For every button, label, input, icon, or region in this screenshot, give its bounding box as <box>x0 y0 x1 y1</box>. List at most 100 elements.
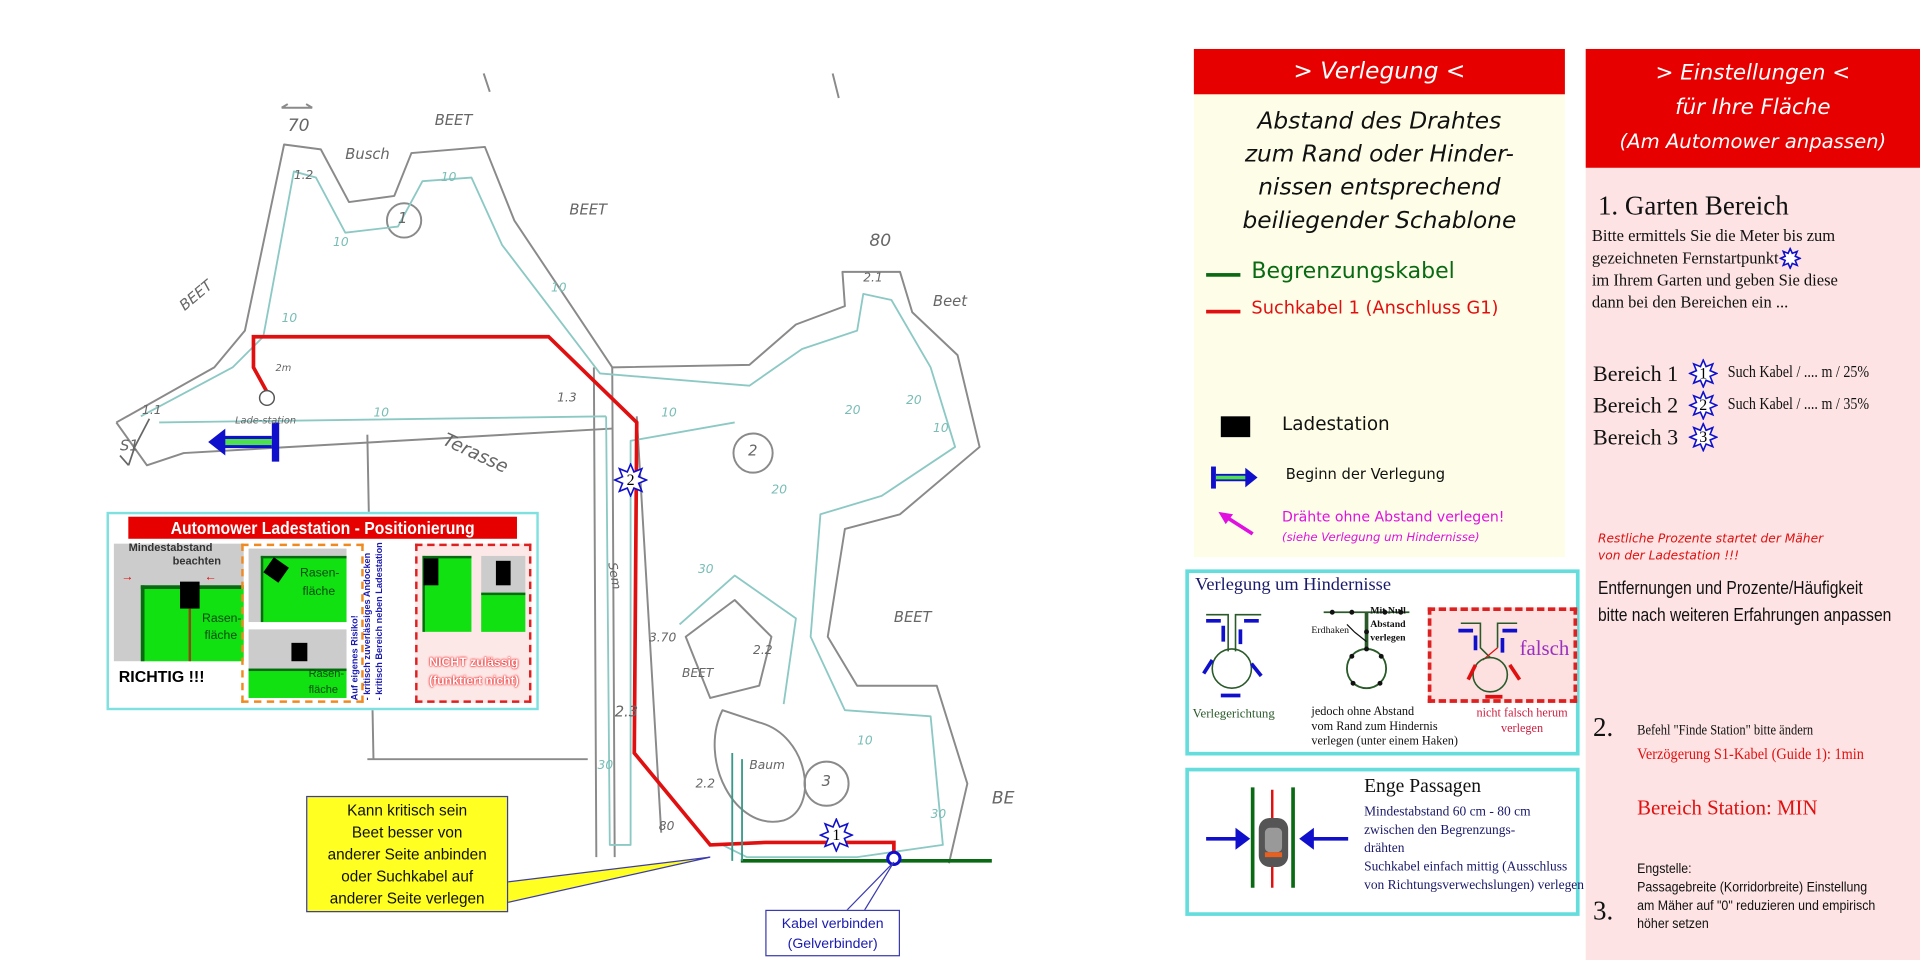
measure: 3.70 <box>648 631 677 646</box>
sketch-label: Baum <box>749 759 785 773</box>
header-line: (Am Automower anpassen) <box>1619 129 1887 154</box>
area-number: 3 <box>821 772 831 790</box>
connector-point <box>886 850 902 867</box>
hook-diagram <box>1323 609 1410 690</box>
risk-note: Auf eigenes Risiko! <box>348 615 361 701</box>
intro-line: nissen entsprechend <box>1258 173 1501 201</box>
hook-note: vom Rand zum Hindernis <box>1311 720 1438 734</box>
section-3-line: Passagebreite (Korridorbreite) Einstellu… <box>1637 880 1868 896</box>
section-1-text: Bitte ermittels Sie die Meter bis zum <box>1591 226 1836 245</box>
area-number: 2.1 <box>863 271 883 286</box>
lawn-label: fläche <box>308 683 338 696</box>
legend-station: Ladestation <box>1282 412 1390 435</box>
not-allowed-label: NICHT zulässig <box>429 656 519 670</box>
ladestation-positioning-box: Automower Ladestation - Positionierung M… <box>106 511 539 711</box>
correct-routing-diagram <box>1202 613 1263 698</box>
legend-boundary: Begrenzungskabel <box>1251 258 1455 285</box>
sketch-label: Lade-station <box>235 415 297 427</box>
legend-guide: Suchkabel 1 (Anschluss G1) <box>1251 298 1499 319</box>
area-number: 1.1 <box>142 404 162 418</box>
adjust-note: bitte nach weiteren Erfahrungen anpassen <box>1597 604 1892 626</box>
mower-passage-icon <box>1206 787 1349 888</box>
measure: 20 <box>844 404 861 418</box>
hook-label: Erdhaken <box>1311 624 1349 636</box>
hook-note: verlegen (unter einem Haken) <box>1311 734 1458 749</box>
section-1-text: gezeichneten Fernstartpunkt <box>1592 247 1838 270</box>
bereich-star-icon: 2 <box>1688 390 1718 421</box>
risk-note: - kritisch zuverlässiges Andocken <box>361 552 373 701</box>
warning-callout: Kann kritisch sein Beet besser von ander… <box>306 795 509 913</box>
not-allowed-label: (funktiert nicht) <box>428 674 519 689</box>
sketch-label: BEET <box>893 608 932 626</box>
lawn-label: Rasen- <box>202 612 242 626</box>
sketch-label: Beet <box>933 292 967 310</box>
adjust-note: Entfernungen und Prozente/Häufigkeit <box>1597 577 1863 599</box>
garden-outline-drawing <box>115 73 992 913</box>
section-1-text: im Ihrem Garten und geben Sie diese <box>1591 270 1838 289</box>
section-2-delay: Verzögerung S1-Kabel (Guide 1): 1min <box>1637 744 1864 763</box>
sketch-label: BE <box>991 788 1015 809</box>
measure: 10 <box>281 312 298 326</box>
sketch-label: 80 <box>869 231 892 252</box>
enge-line: zwischen den Begrenzungs- <box>1364 822 1516 838</box>
correct-label: RICHTIG !!! <box>118 667 205 686</box>
rest-note: von der Ladestation !!! <box>1597 549 1739 564</box>
enge-passagen-box: Enge Passagen Mindestabstand 60 cm - 80 … <box>1185 767 1584 916</box>
lawn-label: fläche <box>302 585 336 599</box>
sketch-label: BEET <box>569 200 608 218</box>
remote-start-star-1-icon: 1 <box>819 817 854 853</box>
measure: 20 <box>771 483 788 498</box>
wrong-note: nicht falsch herum <box>1476 706 1568 721</box>
station-setting: Bereich Station: MIN <box>1637 795 1818 820</box>
measure: 30 <box>930 808 947 822</box>
section-3-number: 3. <box>1593 895 1614 926</box>
bereich-star-icon: 3 <box>1688 422 1718 452</box>
remote-start-star-icon <box>1778 247 1801 270</box>
measure: 30 <box>697 563 714 577</box>
connector-callout: Kabel verbinden (Gelverbinder) <box>765 909 901 957</box>
legend-no-gap-note: (siehe Verlegung um Hindernisse) <box>1282 531 1480 545</box>
measure: 10 <box>933 422 949 436</box>
wrong-label: falsch <box>1519 636 1570 661</box>
connector-line: (Gelverbinder) <box>787 936 878 952</box>
measure: 10 <box>857 734 873 749</box>
einstellungen-panel: > Einstellungen < für Ihre Fläche (Am Au… <box>1585 48 1920 960</box>
section-1-text: dann bei den Bereichen ein ... <box>1591 292 1789 312</box>
section-3-line: Engstelle: <box>1637 862 1692 877</box>
area-number: 1 <box>397 209 408 227</box>
measure: 10 <box>661 406 677 421</box>
callout-line: anderer Seite verlegen <box>329 890 485 908</box>
boundary-cable-swatch <box>1206 273 1241 277</box>
measure: 10 <box>373 406 390 421</box>
measure: 30 <box>597 759 614 773</box>
bereich-star-icon: 1 <box>1688 358 1718 389</box>
measure: 10 <box>440 171 457 185</box>
enge-line: Mindestabstand 60 cm - 80 cm <box>1364 804 1531 820</box>
measure: 80 <box>658 820 675 834</box>
wrong-routing-panel: falsch <box>1427 607 1578 703</box>
risk-note: - kritisch Bereich neben Ladestation <box>373 542 385 701</box>
min-distance-label: Mindestabstand <box>128 541 213 554</box>
enge-title: Enge Passagen <box>1364 776 1482 798</box>
section-3-line: höher setzen <box>1637 917 1709 932</box>
connector-line: Kabel verbinden <box>781 917 884 932</box>
min-distance-label: beachten <box>172 554 222 567</box>
hindernisse-title: Verlegung um Hindernisse <box>1195 575 1391 596</box>
sketch-label: BEET <box>434 111 473 129</box>
measure: 10 <box>551 281 567 296</box>
positioning-title: Automower Ladestation - Positionierung <box>128 516 517 539</box>
legend-no-gap: Drähte ohne Abstand verlegen! <box>1282 508 1505 526</box>
intro-line: Abstand des Drahtes <box>1257 107 1502 135</box>
measure: 20 <box>906 394 922 408</box>
area-number: 2.2 <box>695 777 715 792</box>
start-arrow-icon <box>1211 466 1258 489</box>
einstellungen-header: > Einstellungen < für Ihre Fläche (Am Au… <box>1585 48 1920 168</box>
area-number: 1.2 <box>293 168 314 183</box>
enge-line: von Richtungsverwechslungen) verlegen <box>1364 877 1585 893</box>
section-2-text: Befehl "Finde Station" bitte ändern <box>1637 721 1814 739</box>
enge-line: drähten <box>1364 841 1405 856</box>
area-number: 2.2 <box>753 644 773 658</box>
zero-gap-label: Mit Null <box>1370 604 1406 616</box>
guide-cable-swatch <box>1206 309 1241 314</box>
